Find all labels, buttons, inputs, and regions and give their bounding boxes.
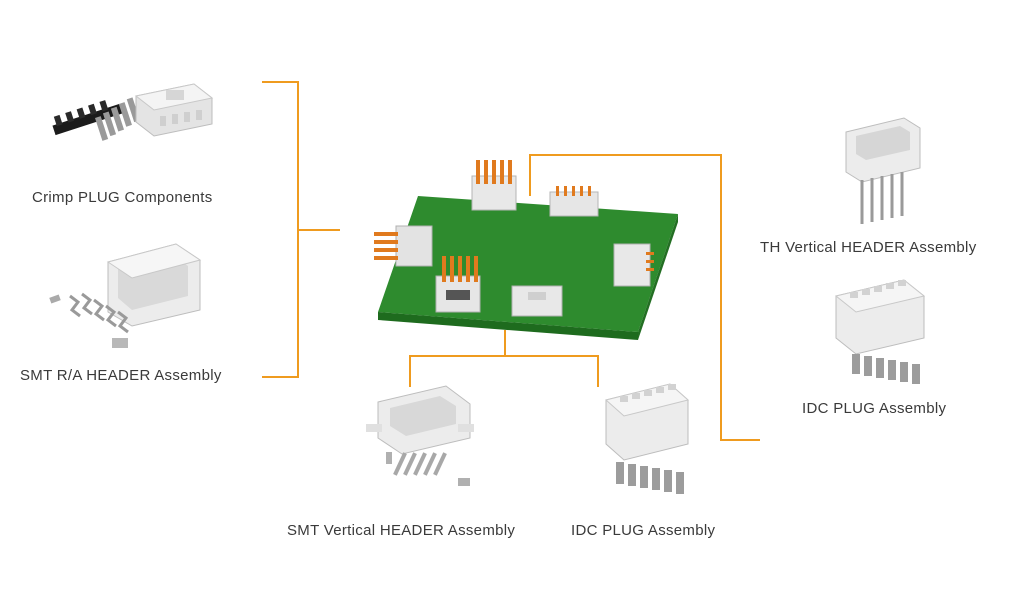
connector-lines <box>262 81 760 441</box>
idc-plug-right-label: IDC PLUG Assembly <box>802 400 947 417</box>
th-vertical-header-label: TH Vertical HEADER Assembly <box>760 239 977 256</box>
top-right-line <box>529 154 760 441</box>
smt-vertical-header-icon <box>366 385 474 486</box>
smt-ra-header-icon <box>49 243 202 348</box>
bottom-bracket-line <box>409 330 599 387</box>
idc-plug-bottom-label: IDC PLUG Assembly <box>571 522 716 539</box>
idc-plug-icon <box>604 383 690 494</box>
th-vertical-header-icon <box>845 117 921 224</box>
pcb-board-icon <box>374 160 678 340</box>
crimp-plug-label: Crimp PLUG Components <box>32 189 213 206</box>
smt-vertical-header-label: SMT Vertical HEADER Assembly <box>287 522 516 539</box>
idc-plug-icon <box>834 279 926 384</box>
left-bracket-line <box>262 81 340 378</box>
smt-ra-header-label: SMT R/A HEADER Assembly <box>20 367 222 384</box>
crimp-plug-components-icon <box>52 83 214 141</box>
